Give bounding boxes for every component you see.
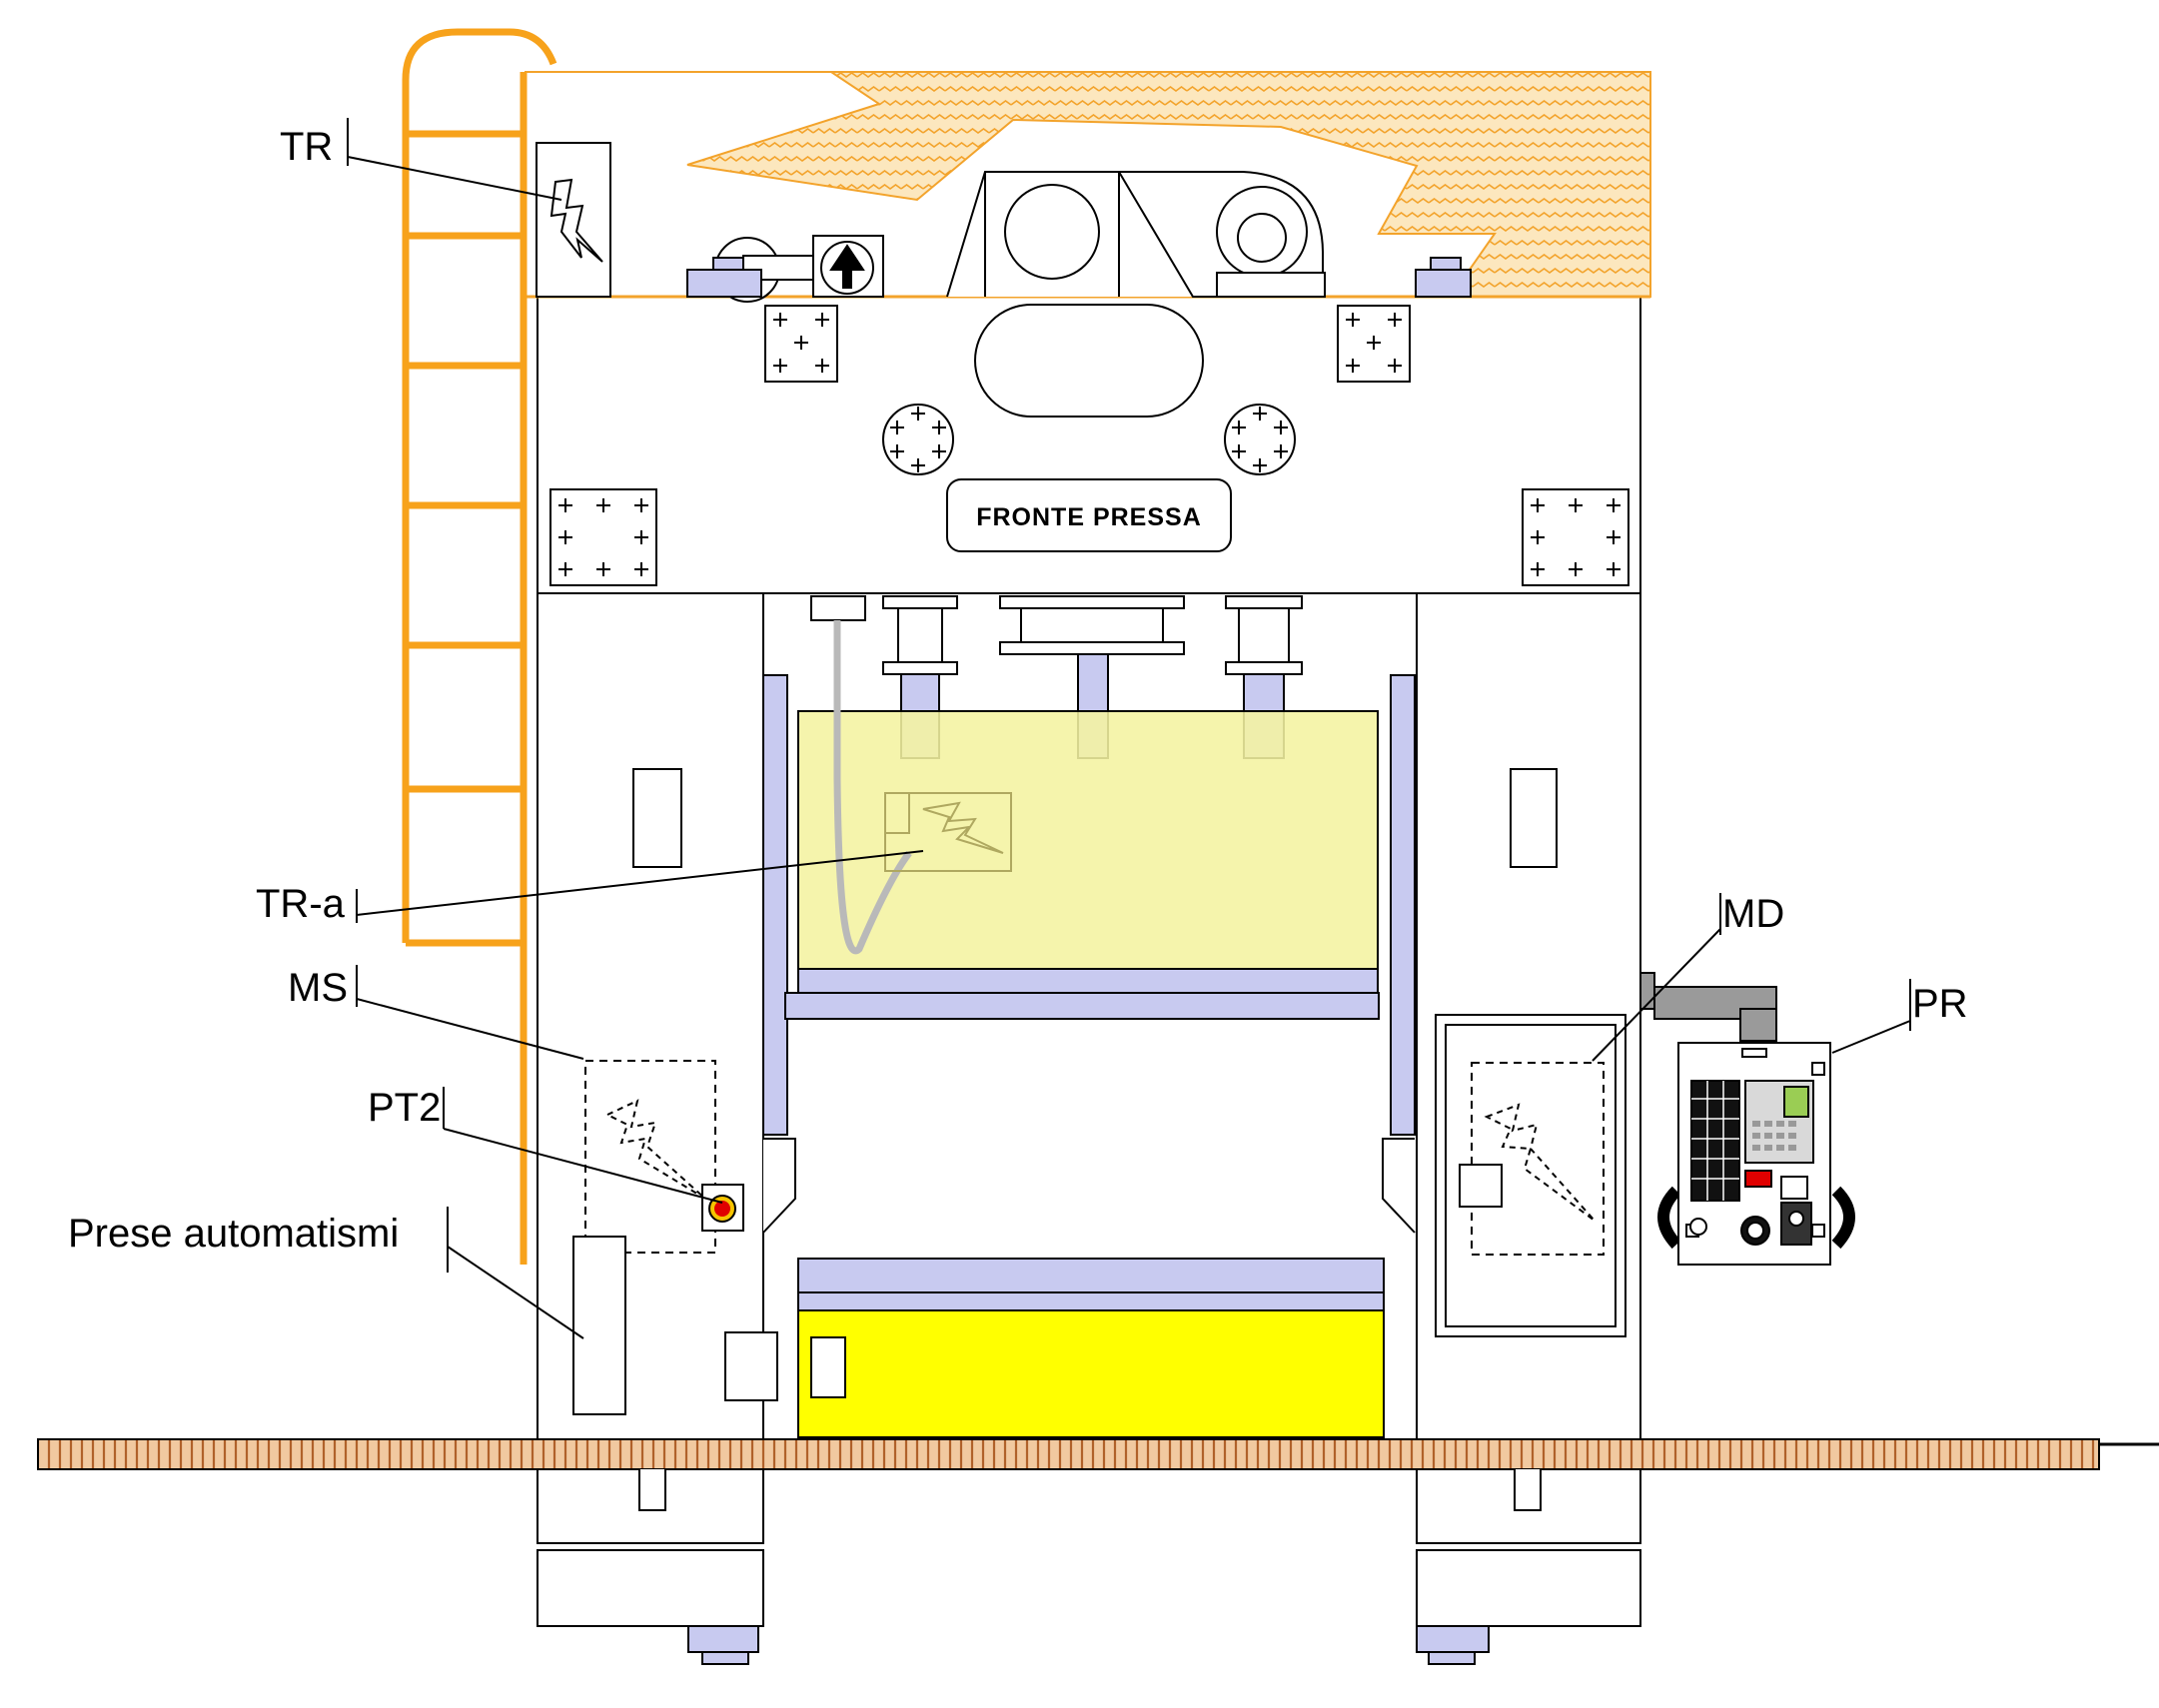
bolt-cross bbox=[1569, 498, 1583, 512]
bolt-cross bbox=[1388, 359, 1402, 373]
label-ms: MS bbox=[288, 966, 348, 1010]
slide-cable bbox=[833, 620, 912, 955]
leaders bbox=[347, 118, 1911, 1339]
right-upright-devices bbox=[1435, 768, 1626, 1337]
bolt-cross bbox=[932, 421, 946, 434]
bolt-cross bbox=[1531, 562, 1545, 576]
bolt-cross bbox=[634, 562, 648, 576]
bolt-cross bbox=[1607, 530, 1620, 544]
bolt-cross bbox=[558, 498, 572, 512]
bolt-cross bbox=[634, 498, 648, 512]
bolt-cross bbox=[1346, 359, 1360, 373]
bolt-cross bbox=[1388, 313, 1402, 327]
label-prese-automatismi: Prese automatismi bbox=[68, 1212, 399, 1256]
label-tr-a: TR-a bbox=[256, 882, 346, 926]
bolt-cross bbox=[1274, 444, 1288, 458]
bolt-cross bbox=[773, 313, 787, 327]
tr-a-box bbox=[884, 792, 1012, 872]
bolster-area bbox=[724, 1138, 1416, 1438]
left-upright-devices bbox=[572, 768, 744, 1415]
bolt-cross bbox=[911, 458, 925, 472]
label-pt2: PT2 bbox=[368, 1086, 441, 1130]
bolt-cross bbox=[558, 530, 572, 544]
bolt-cross bbox=[890, 444, 904, 458]
bolt-cross bbox=[1274, 421, 1288, 434]
bolt-cross bbox=[1346, 313, 1360, 327]
floor bbox=[37, 1438, 2159, 1470]
ladder bbox=[402, 28, 557, 1265]
bolt-cross bbox=[1232, 421, 1246, 434]
label-md: MD bbox=[1722, 892, 1784, 936]
drive-mechanism bbox=[536, 142, 1472, 303]
slide-assembly bbox=[762, 595, 1416, 1136]
bolt-cross bbox=[794, 336, 808, 350]
bolt-cross bbox=[596, 562, 610, 576]
bolt-cross bbox=[1531, 498, 1545, 512]
bolt-cross bbox=[558, 562, 572, 576]
front-plaque-label: FRONTE PRESSA bbox=[976, 503, 1202, 531]
bolt-cross bbox=[932, 444, 946, 458]
bolt-cross bbox=[1531, 530, 1545, 544]
bolt-cross bbox=[815, 313, 829, 327]
bolt-cross bbox=[1232, 444, 1246, 458]
tr-a-lightning-icon bbox=[922, 801, 1004, 854]
tr-lightning-icon bbox=[549, 178, 603, 263]
pr-control-panel bbox=[1639, 972, 1855, 1266]
bolt-cross bbox=[773, 359, 787, 373]
bolt-cross bbox=[1253, 458, 1267, 472]
bolt-cross bbox=[1253, 407, 1267, 421]
bolt-cross bbox=[1607, 562, 1620, 576]
front-plaque: FRONTE PRESSA bbox=[946, 478, 1232, 552]
bolt-cross bbox=[890, 421, 904, 434]
bolt-cross bbox=[815, 359, 829, 373]
bolt-cross bbox=[1367, 336, 1381, 350]
label-pr: PR bbox=[1912, 982, 1968, 1026]
foundation bbox=[537, 1468, 1641, 1665]
bolt-cross bbox=[596, 498, 610, 512]
label-tr: TR bbox=[280, 125, 333, 169]
bolt-cross bbox=[911, 407, 925, 421]
bolt-cross bbox=[1607, 498, 1620, 512]
bolt-cross bbox=[1569, 562, 1583, 576]
callout-labels: TR TR-a MS PT2 Prese automatismi MD PR bbox=[68, 125, 1968, 1256]
bolt-cross bbox=[634, 530, 648, 544]
